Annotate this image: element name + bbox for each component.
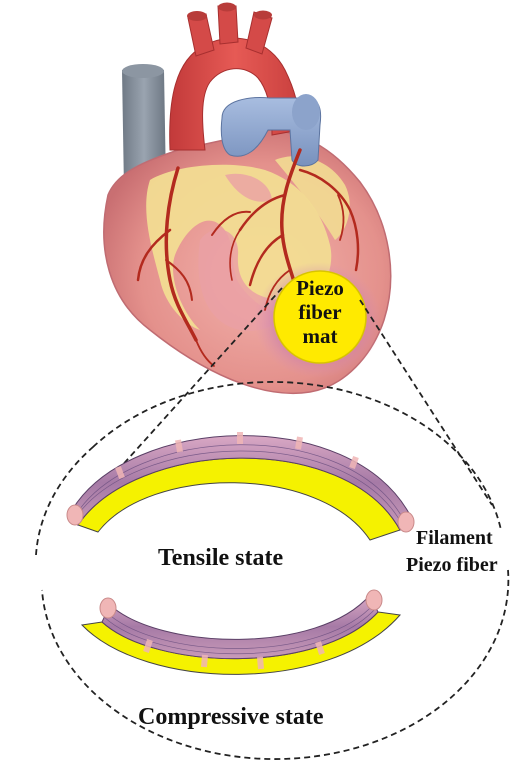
filament-label: Filament [416, 527, 493, 550]
compressive-filament-end-left [100, 598, 116, 618]
compressive-state-label: Compressive state [138, 704, 324, 731]
compressive-state-assembly [82, 590, 400, 674]
left-carotid-artery [218, 6, 238, 44]
tensile-filament-end-right [398, 512, 414, 532]
piezo-fiber-mat-label: Piezo fiber mat [270, 276, 370, 348]
piezo-fiber-label: Piezo fiber [406, 554, 498, 577]
tensile-state-assembly [67, 432, 414, 540]
badge-line-1: Piezo [270, 276, 370, 300]
tensile-filament-end-left [67, 505, 83, 525]
badge-line-2: fiber [270, 300, 370, 324]
tensile-state-label: Tensile state [158, 545, 283, 572]
badge-line-3: mat [270, 324, 370, 348]
vena-cava-opening [122, 64, 164, 78]
compressive-filament-end-right [366, 590, 382, 610]
